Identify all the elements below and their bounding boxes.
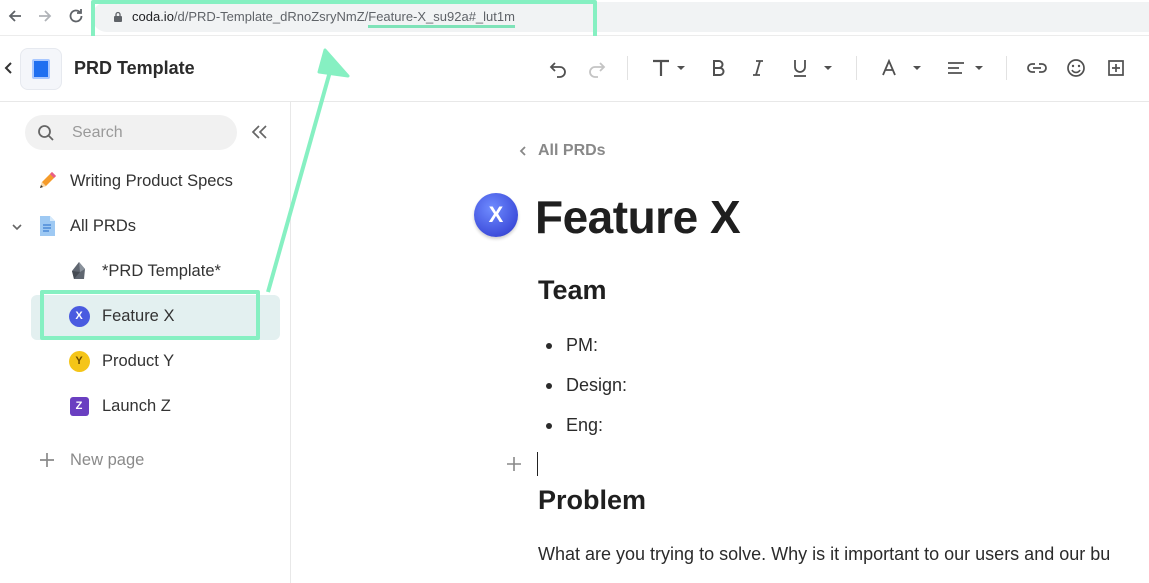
- insert-comment-button[interactable]: [1103, 55, 1129, 81]
- arrow-right-icon: [39, 10, 52, 22]
- problem-heading[interactable]: Problem: [538, 485, 647, 515]
- url-host: coda.io: [132, 9, 174, 24]
- sidebar-item-label: Writing Product Specs: [70, 171, 233, 190]
- team-heading[interactable]: Team: [538, 275, 607, 305]
- search-icon: [38, 125, 54, 141]
- smiley-icon: [1067, 59, 1085, 77]
- new-page-label: New page: [70, 450, 145, 469]
- sidebar-item-label: Product Y: [102, 351, 175, 370]
- plus-icon: [36, 449, 58, 471]
- sidebar-item-product-y[interactable]: Y Product Y: [68, 341, 174, 381]
- pencil-icon: [36, 170, 58, 192]
- collapse-sidebar-icon[interactable]: [250, 123, 270, 141]
- chevron-left-icon[interactable]: [2, 60, 14, 76]
- doc-icon[interactable]: [20, 48, 62, 90]
- letter-x-badge-icon: X: [68, 305, 90, 327]
- address-bar[interactable]: coda.io/d/PRD-Template_dRnoZsryNmZ/Featu…: [92, 2, 1149, 32]
- breadcrumb-label: All PRDs: [538, 142, 606, 159]
- url-highlighted-segment: Feature-X_su92a#_lut1m: [368, 9, 515, 28]
- sidebar-item-prd-template[interactable]: *PRD Template*: [68, 251, 221, 291]
- list-item[interactable]: Eng:: [546, 415, 603, 436]
- text-style-dropdown[interactable]: [647, 55, 689, 81]
- text-color-dropdown[interactable]: [877, 55, 925, 81]
- toolbar-divider: [856, 56, 857, 80]
- list-item[interactable]: Design:: [546, 375, 627, 396]
- document-icon: [36, 215, 58, 237]
- sidebar-item-launch-z[interactable]: Z Launch Z: [68, 386, 171, 426]
- chevron-down-icon[interactable]: [11, 222, 23, 232]
- sidebar-item-writing-product-specs[interactable]: Writing Product Specs: [36, 161, 233, 201]
- italic-button[interactable]: [748, 55, 768, 81]
- add-block-icon[interactable]: [506, 456, 522, 472]
- font-color-icon: [882, 59, 896, 76]
- bold-button[interactable]: [708, 55, 728, 81]
- sidebar-item-label: Feature X: [102, 306, 175, 325]
- caret-down-icon: [975, 66, 983, 70]
- page-icon[interactable]: X: [474, 193, 518, 237]
- add-box-icon: [1108, 60, 1124, 76]
- sidebar: Search Writing Product Specs All PRDs *P…: [0, 102, 291, 583]
- page-canvas: All PRDs X Feature X Team PM: Design: En…: [292, 102, 1149, 583]
- rock-icon: [68, 260, 90, 282]
- text-cursor: [537, 452, 538, 476]
- problem-paragraph[interactable]: What are you trying to solve. Why is it …: [538, 544, 1111, 564]
- browser-bar: coda.io/d/PRD-Template_dRnoZsryNmZ/Featu…: [0, 0, 1149, 40]
- sidebar-item-label: Launch Z: [102, 396, 171, 415]
- caret-down-icon: [677, 66, 685, 70]
- search-input[interactable]: Search: [25, 115, 237, 150]
- sidebar-item-feature-x[interactable]: X Feature X: [68, 296, 174, 336]
- new-page-button[interactable]: New page: [36, 440, 144, 480]
- link-button[interactable]: [1024, 55, 1050, 81]
- doc-title[interactable]: PRD Template: [74, 58, 195, 78]
- reload-icon: [69, 9, 83, 23]
- redo-button[interactable]: [584, 55, 610, 81]
- sidebar-item-label: All PRDs: [70, 216, 137, 235]
- bold-icon: [713, 60, 725, 76]
- caret-down-icon: [913, 66, 921, 70]
- app-header: PRD Template: [0, 36, 1149, 102]
- emoji-button[interactable]: [1063, 55, 1089, 81]
- redo-icon: [589, 62, 606, 78]
- list-item[interactable]: PM:: [546, 335, 598, 356]
- toolbar-divider: [1006, 56, 1007, 80]
- letter-z-badge-icon: Z: [68, 395, 90, 417]
- search-placeholder: Search: [72, 124, 123, 141]
- underline-icon: [794, 60, 806, 77]
- browser-reload-button[interactable]: [65, 5, 87, 27]
- url-path: /d/PRD-Template_dRnoZsryNmZ/: [173, 9, 369, 24]
- toolbar-divider: [627, 56, 628, 80]
- align-dropdown[interactable]: [944, 55, 986, 81]
- undo-icon: [549, 62, 566, 78]
- browser-forward-button[interactable]: [34, 5, 56, 27]
- chevron-left-icon: [519, 146, 526, 156]
- breadcrumb[interactable]: All PRDs: [519, 142, 606, 160]
- caret-down-icon: [824, 66, 832, 70]
- browser-back-button[interactable]: [4, 5, 26, 27]
- arrow-left-icon: [8, 10, 21, 22]
- letter-y-badge-icon: Y: [68, 350, 90, 372]
- lock-icon: [114, 11, 122, 22]
- underline-dropdown[interactable]: [788, 55, 836, 81]
- sidebar-item-label: *PRD Template*: [102, 261, 221, 280]
- align-left-icon: [948, 62, 964, 74]
- text-type-icon: [653, 59, 669, 76]
- url-text: coda.io/d/PRD-Template_dRnoZsryNmZ/Featu…: [132, 9, 515, 28]
- sidebar-item-all-prds[interactable]: All PRDs: [36, 206, 136, 246]
- italic-icon: [753, 60, 763, 76]
- page-title[interactable]: Feature X: [535, 191, 741, 243]
- active-item-highlight-box: [40, 290, 260, 340]
- undo-button[interactable]: [545, 55, 571, 81]
- link-icon: [1027, 63, 1047, 73]
